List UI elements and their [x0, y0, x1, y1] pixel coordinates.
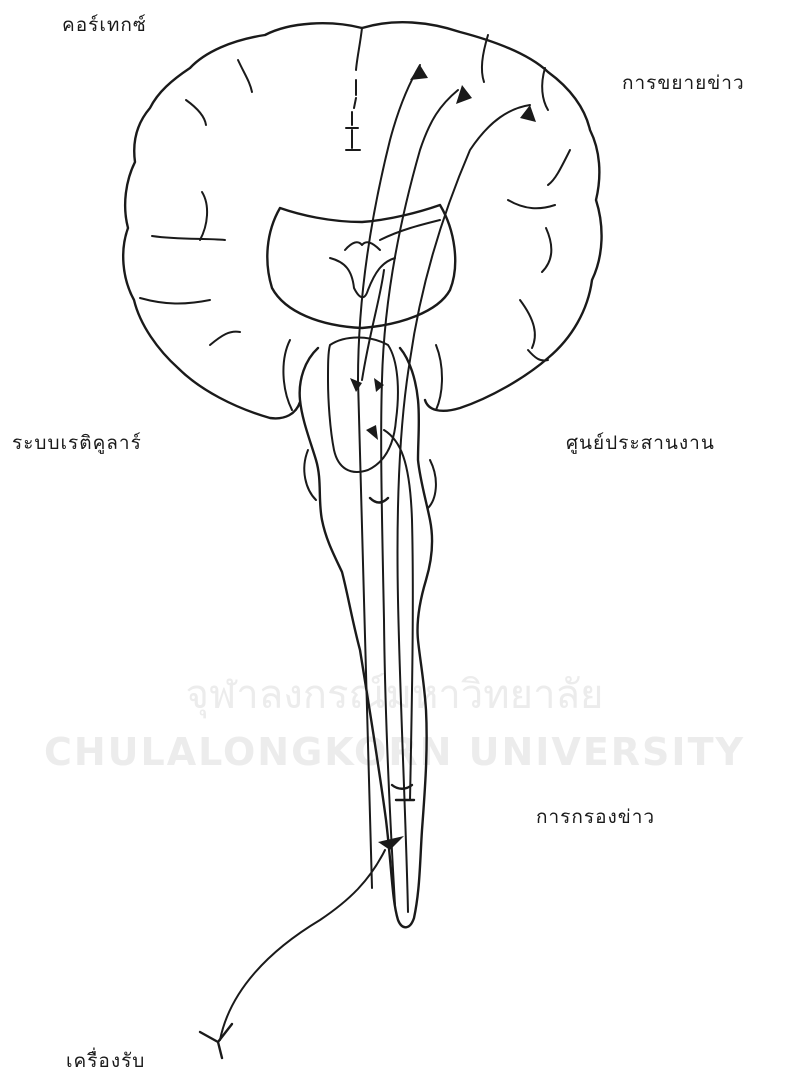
- sulcus: [508, 200, 555, 208]
- sulcus: [482, 35, 488, 82]
- sulcus: [152, 236, 225, 240]
- sulcus: [238, 60, 252, 92]
- relay-path: [380, 220, 440, 240]
- synapse-mark: [370, 498, 388, 503]
- arrowhead: [410, 65, 428, 80]
- cerebellum-line: [436, 345, 442, 410]
- label-cortex: คอร์เทกซ์: [62, 10, 147, 40]
- pons-outline: [328, 338, 398, 472]
- label-receptor: เครื่องรับ: [66, 1046, 145, 1076]
- cerebellum-line: [428, 460, 436, 508]
- sulcus: [520, 300, 535, 348]
- synapse-mark: [392, 785, 412, 789]
- ventricle-top: [345, 242, 380, 250]
- label-amplification: การขยายข่าว: [622, 68, 745, 98]
- cerebellum-line: [283, 340, 292, 410]
- arrowhead: [456, 85, 472, 104]
- sulcus: [210, 332, 240, 345]
- cerebrum-outline: [123, 23, 362, 418]
- central-fissure: [356, 28, 362, 70]
- sulcus: [528, 350, 548, 361]
- fissure-segment: [346, 80, 360, 150]
- arrowhead: [366, 425, 378, 440]
- sulcus: [186, 100, 206, 125]
- receptor-ending: [200, 1024, 232, 1058]
- arrowhead: [350, 378, 362, 392]
- label-filtering: การกรองข่าว: [536, 802, 655, 832]
- receptor-nerve: [220, 850, 385, 1040]
- sulcus: [200, 192, 207, 240]
- arrowhead: [490, 90, 500, 100]
- label-coordination-center: ศูนย์ประสานงาน: [566, 428, 715, 458]
- sulcus: [140, 298, 210, 304]
- sulcus: [542, 228, 551, 272]
- sulcus: [548, 150, 570, 185]
- label-reticular-system: ระบบเรติคูลาร์: [12, 428, 142, 458]
- sulcus: [542, 68, 548, 110]
